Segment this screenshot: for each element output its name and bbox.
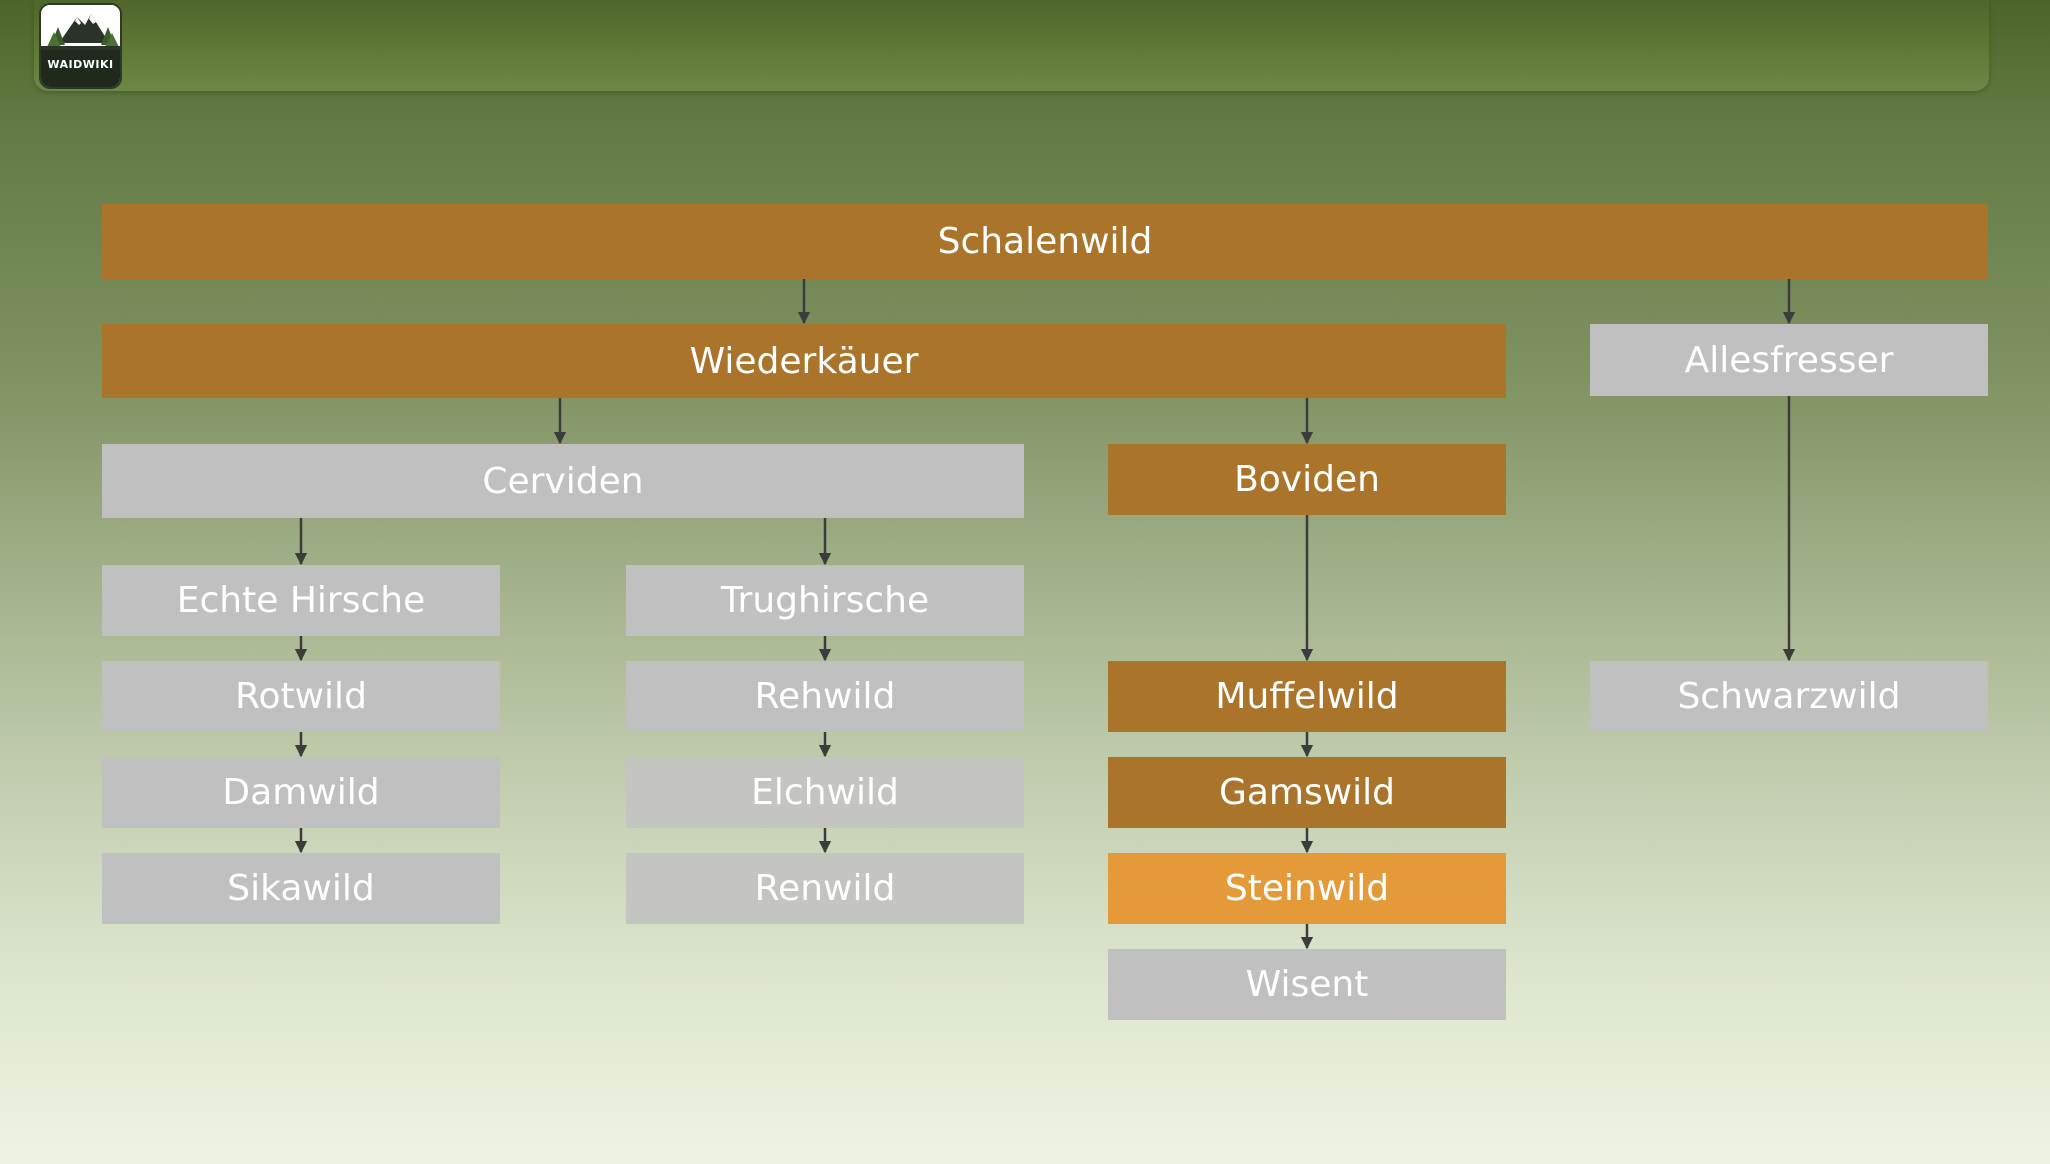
header-bar: [34, 0, 1989, 91]
node-trughirsche: Trughirsche: [626, 565, 1024, 636]
node-rehwild: Rehwild: [626, 661, 1024, 732]
node-renwild: Renwild: [626, 853, 1024, 924]
node-schalenwild: Schalenwild: [102, 204, 1988, 279]
logo-band: WAIDWIKI: [41, 50, 120, 87]
node-rotwild-label: Rotwild: [235, 676, 367, 717]
node-steinwild-label: Steinwild: [1224, 868, 1390, 909]
node-steinwild: Steinwild: [1108, 853, 1506, 924]
mountain-forest-icon: [41, 5, 120, 50]
node-wiederkaeuer-label: Wiederkäuer: [689, 340, 919, 382]
node-damwild: Damwild: [102, 757, 500, 828]
node-elchwild-label: Elchwild: [751, 772, 899, 813]
node-gamswild-label: Gamswild: [1218, 772, 1396, 813]
node-allesfresser-label: Allesfresser: [1684, 339, 1894, 381]
node-muffelwild-label: Muffelwild: [1215, 676, 1399, 717]
logo-text: WAIDWIKI: [47, 58, 114, 71]
node-renwild-label: Renwild: [754, 868, 896, 909]
node-cerviden-label: Cerviden: [482, 460, 644, 502]
node-wisent-label: Wisent: [1245, 964, 1369, 1005]
node-rehwild-label: Rehwild: [754, 676, 896, 717]
node-echte-hirsche-label: Echte Hirsche: [176, 580, 426, 621]
node-boviden: Boviden: [1108, 444, 1506, 515]
node-cerviden: Cerviden: [102, 444, 1024, 518]
node-muffelwild: Muffelwild: [1108, 661, 1506, 732]
node-echte-hirsche: Echte Hirsche: [102, 565, 500, 636]
node-boviden-label: Boviden: [1234, 459, 1380, 500]
node-rotwild: Rotwild: [102, 661, 500, 732]
node-elchwild: Elchwild: [626, 757, 1024, 828]
node-wisent: Wisent: [1108, 949, 1506, 1020]
node-schwarzwild: Schwarzwild: [1590, 661, 1988, 732]
node-allesfresser: Allesfresser: [1590, 324, 1988, 396]
node-schalenwild-label: Schalenwild: [937, 221, 1153, 262]
waidwiki-logo[interactable]: WAIDWIKI: [39, 3, 122, 89]
node-schwarzwild-label: Schwarzwild: [1677, 676, 1901, 717]
node-wiederkaeuer: Wiederkäuer: [102, 324, 1506, 398]
node-trughirsche-label: Trughirsche: [720, 580, 930, 621]
node-gamswild: Gamswild: [1108, 757, 1506, 828]
node-damwild-label: Damwild: [222, 772, 380, 813]
node-sikawild: Sikawild: [102, 853, 500, 924]
node-sikawild-label: Sikawild: [227, 868, 375, 909]
